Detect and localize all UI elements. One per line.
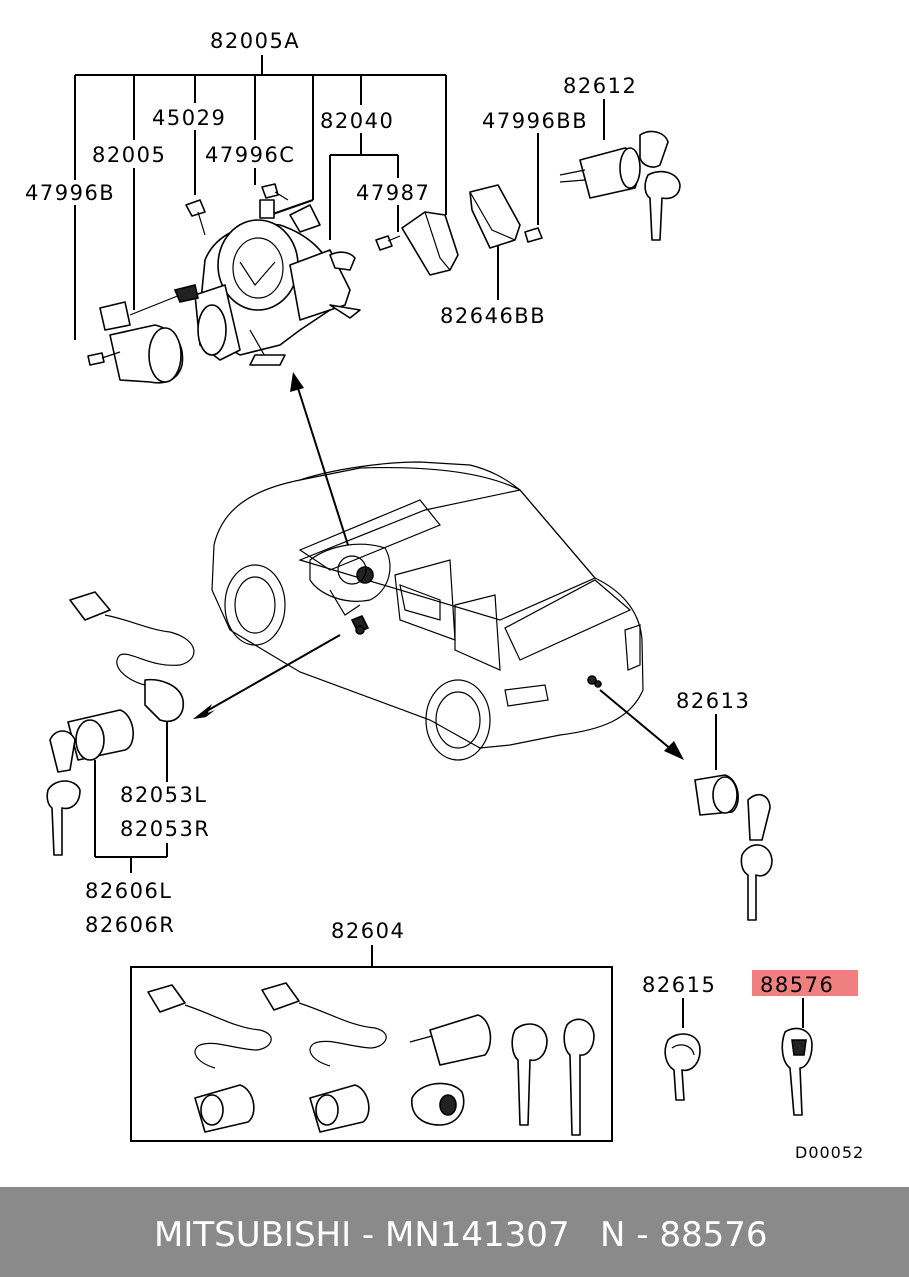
label-82613[interactable]: 82613 <box>676 689 750 713</box>
label-45029[interactable]: 45029 <box>152 106 226 130</box>
diagram-code: D00052 <box>795 1143 864 1162</box>
pointer-arrows <box>193 372 684 760</box>
label-88576[interactable]: 88576 <box>760 973 834 997</box>
kit-contents <box>147 982 595 1136</box>
footer-brand-part-number: MITSUBISHI - MN141307 <box>154 1215 570 1255</box>
module-82646BB <box>469 184 521 249</box>
part-labels: 82005A 45029 82040 82005 47996C 47987 47… <box>25 29 864 1162</box>
screws <box>87 183 543 366</box>
ignition-switch-assembly <box>194 199 361 366</box>
key-82615 <box>664 1033 701 1101</box>
lock-cylinder-82613 <box>694 774 773 921</box>
label-82604[interactable]: 82604 <box>331 919 405 943</box>
vehicle-illustration <box>211 461 644 761</box>
label-47996B[interactable]: 47996B <box>25 181 115 205</box>
label-47996C[interactable]: 47996C <box>205 143 295 167</box>
label-82612[interactable]: 82612 <box>563 74 637 98</box>
label-82053R[interactable]: 82053R <box>120 817 210 841</box>
label-82053L[interactable]: 82053L <box>120 783 208 807</box>
footer-bar: MITSUBISHI - MN141307 N - 88576 <box>0 1187 909 1277</box>
label-82646BB[interactable]: 82646BB <box>440 304 546 328</box>
steering-lock-body <box>99 284 199 384</box>
parts-diagram: 82005A 45029 82040 82005 47996C 47987 47… <box>25 29 864 1162</box>
label-47996BB[interactable]: 47996BB <box>482 109 588 133</box>
label-82005A[interactable]: 82005A <box>210 29 300 53</box>
leader-lines <box>74 55 804 1028</box>
label-82615[interactable]: 82615 <box>642 973 716 997</box>
kit-box <box>130 966 613 1142</box>
door-lock-82606 <box>46 591 195 856</box>
label-82005[interactable]: 82005 <box>92 143 166 167</box>
lock-cylinder-82612 <box>559 130 681 241</box>
label-47987[interactable]: 47987 <box>356 181 430 205</box>
cover-82040 <box>401 211 459 276</box>
key-88576 <box>781 1027 813 1116</box>
label-82040[interactable]: 82040 <box>320 109 394 133</box>
footer-reference-number: N - 88576 <box>600 1215 768 1255</box>
label-82606R[interactable]: 82606R <box>85 913 175 937</box>
highlight-88576 <box>752 970 858 996</box>
label-82606L[interactable]: 82606L <box>85 879 173 903</box>
